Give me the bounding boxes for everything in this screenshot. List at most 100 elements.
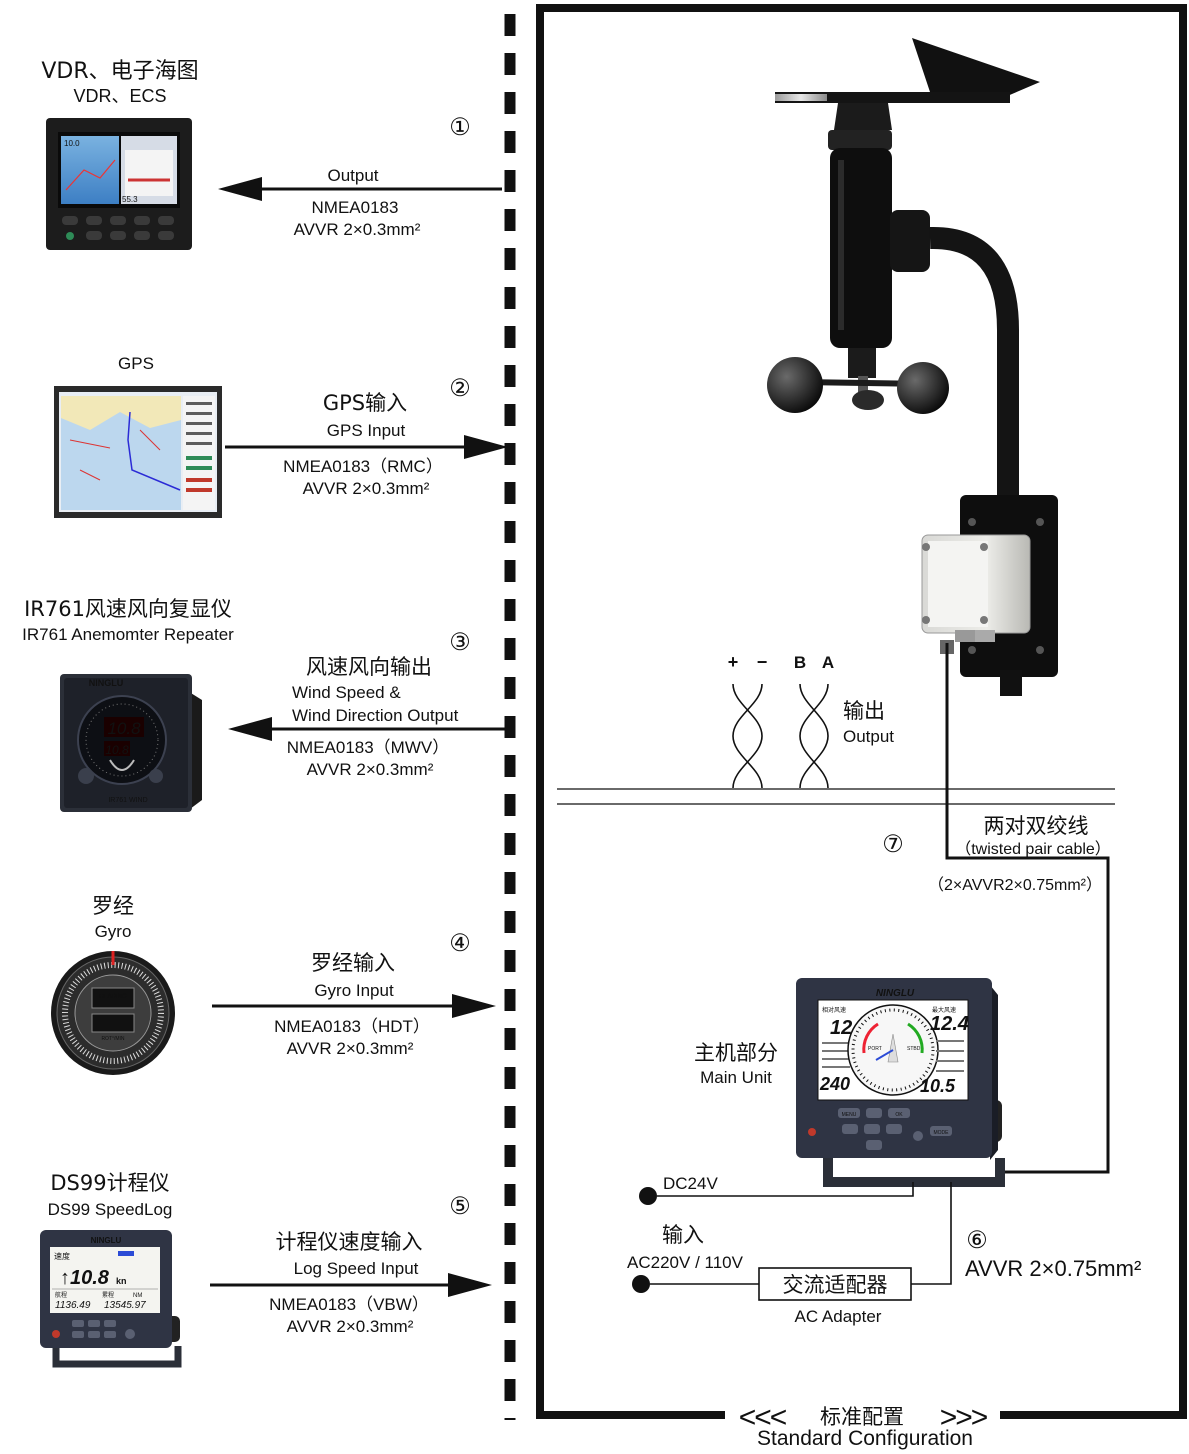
- left-chevrons-icon: <<<: [739, 1401, 787, 1434]
- svg-text:NM: NM: [133, 1293, 142, 1299]
- svg-text:NINGLU: NINGLU: [91, 1236, 122, 1245]
- vdr-title-en: VDR、ECS: [73, 86, 166, 106]
- gps-title: GPS: [118, 354, 154, 373]
- svg-text:13545.97: 13545.97: [104, 1300, 146, 1311]
- link-1-output: ① Output NMEA0183 AVVR 2×0.3mm²: [218, 114, 502, 239]
- svg-text:GPS Input: GPS Input: [327, 421, 406, 440]
- svg-text:Wind Speed &: Wind Speed &: [292, 683, 401, 702]
- speedlog-title-en: DS99 SpeedLog: [48, 1200, 173, 1219]
- svg-text:速度: 速度: [54, 1251, 70, 1261]
- svg-text:+: +: [728, 652, 739, 672]
- svg-text:OK: OK: [895, 1112, 903, 1118]
- svg-text:12.4: 12.4: [930, 1013, 969, 1035]
- vdr-title-cn: VDR、电子海图: [41, 59, 198, 84]
- main-unit-title-cn: 主机部分: [694, 1041, 778, 1065]
- repeater-title-en: IR761 Anemomter Repeater: [22, 625, 234, 644]
- speedlog-block: DS99计程仪 DS99 SpeedLog NINGLU 速度 ↑10.8 kn…: [40, 1171, 182, 1368]
- link-3-number: ③: [449, 629, 471, 656]
- link-3-wind-output: ③ 风速风向输出 Wind Speed & Wind Direction Out…: [228, 629, 510, 779]
- svg-text:10.8: 10.8: [105, 743, 129, 757]
- arrow-left-icon: [218, 177, 262, 201]
- svg-text:（2×AVVR2×0.75mm²）: （2×AVVR2×0.75mm²）: [928, 876, 1102, 894]
- svg-text:10.8: 10.8: [107, 719, 141, 738]
- svg-text:PORT: PORT: [868, 1046, 882, 1052]
- twisted-pair-1-icon: [732, 683, 763, 789]
- svg-text:⑥: ⑥: [966, 1227, 988, 1254]
- svg-text:（twisted pair cable）: （twisted pair cable）: [955, 840, 1111, 858]
- svg-text:1136.49: 1136.49: [55, 1300, 91, 1311]
- svg-text:AVVR 2×0.3mm²: AVVR 2×0.3mm²: [303, 479, 430, 498]
- svg-text:MENU: MENU: [842, 1112, 857, 1118]
- footer-standard-config: <<< 标准配置 >>> Standard Configuration: [739, 1401, 990, 1450]
- ac-adapter-box: [758, 1267, 912, 1301]
- svg-text:输出: 输出: [843, 699, 885, 723]
- main-unit-device-icon: NINGLU 相对风速 12.4 240 PORT STBD 最大风速 12.4…: [796, 978, 1005, 1187]
- svg-text:Wind Direction Output: Wind Direction Output: [292, 706, 459, 725]
- gps-display-icon: [54, 386, 222, 518]
- svg-text:Standard Configuration: Standard Configuration: [757, 1427, 973, 1450]
- svg-text:Gyro Input: Gyro Input: [314, 981, 394, 1000]
- svg-text:DC24V: DC24V: [663, 1174, 718, 1193]
- svg-text:NMEA0183（HDT）: NMEA0183（HDT）: [274, 1017, 430, 1036]
- main-unit-title-en: Main Unit: [700, 1068, 772, 1087]
- svg-text:10.0: 10.0: [64, 139, 80, 148]
- svg-text:AVVR 2×0.3mm²: AVVR 2×0.3mm²: [294, 220, 421, 239]
- gyro-block: 罗经 Gyro HEADING ROT°/MIN: [51, 894, 175, 1075]
- svg-text:计程仪速度输入: 计程仪速度输入: [276, 1230, 423, 1254]
- arrow-right-icon: [448, 1273, 492, 1297]
- svg-text:标准配置: 标准配置: [820, 1405, 904, 1429]
- svg-text:相对风速: 相对风速: [822, 1006, 846, 1014]
- repeater-block: IR761风速风向复显仪 IR761 Anemomter Repeater NI…: [22, 597, 234, 812]
- gyro-title-cn: 罗经: [92, 894, 134, 918]
- arrow-left-icon: [228, 717, 272, 741]
- vdr-display-icon: 10.0 55.3: [46, 118, 192, 250]
- link-4-number: ④: [449, 930, 471, 957]
- svg-text:MODE: MODE: [934, 1130, 950, 1136]
- svg-text:NMEA0183（MWV）: NMEA0183（MWV）: [287, 738, 449, 757]
- svg-text:240: 240: [819, 1074, 850, 1094]
- svg-text:Output: Output: [327, 166, 378, 185]
- svg-text:⑦: ⑦: [882, 831, 904, 858]
- ac-adapter-label-cn: 交流适配器: [783, 1273, 888, 1297]
- svg-text:NINGLU: NINGLU: [89, 678, 124, 688]
- gps-block: GPS: [54, 354, 222, 518]
- svg-text:Output: Output: [843, 727, 894, 746]
- svg-text:两对双绞线: 两对双绞线: [984, 814, 1089, 838]
- standard-config-frame: [536, 4, 1187, 1419]
- repeater-title-cn: IR761风速风向复显仪: [24, 597, 232, 621]
- svg-text:GPS输入: GPS输入: [323, 391, 407, 415]
- svg-text:累程: 累程: [102, 1291, 114, 1299]
- arrow-right-icon: [464, 435, 508, 459]
- svg-text:10.5: 10.5: [920, 1076, 956, 1096]
- ac-terminal-icon: [632, 1275, 650, 1293]
- svg-text:−: −: [757, 652, 768, 672]
- link-2-gps-input: ② GPS输入 GPS Input NMEA0183（RMC） AVVR 2×0…: [225, 375, 508, 498]
- link-1-number: ①: [449, 114, 471, 141]
- svg-text:STBD: STBD: [907, 1046, 921, 1052]
- svg-text:NMEA0183: NMEA0183: [312, 198, 399, 217]
- speedlog-device-icon: NINGLU 速度 ↑10.8 kn 航程 1136.49 累程 13545.9…: [40, 1230, 182, 1368]
- svg-text:风速风向输出: 风速风向输出: [306, 655, 432, 679]
- svg-text:输入: 输入: [662, 1223, 704, 1247]
- svg-text:最大风速: 最大风速: [932, 1006, 956, 1014]
- gyro-title-en: Gyro: [95, 922, 132, 941]
- svg-text:NMEA0183（VBW）: NMEA0183（VBW）: [269, 1295, 429, 1314]
- dc-terminal-icon: [639, 1187, 657, 1205]
- link-5-log-speed-input: ⑤ 计程仪速度输入 Log Speed Input NMEA0183（VBW） …: [210, 1193, 492, 1336]
- gyro-compass-icon: HEADING ROT°/MIN: [51, 951, 175, 1075]
- svg-text:AVVR 2×0.3mm²: AVVR 2×0.3mm²: [287, 1039, 414, 1058]
- svg-text:罗经输入: 罗经输入: [311, 951, 395, 975]
- repeater-device-icon: NINGLU 10.8 10.8 IR761 WIND: [60, 674, 202, 812]
- vdr-block: VDR、电子海图 VDR、ECS 10.0 55.3: [41, 59, 199, 250]
- wind-sensor-icon: [767, 38, 1058, 696]
- svg-text:B: B: [794, 653, 806, 672]
- speedlog-title-cn: DS99计程仪: [50, 1171, 169, 1195]
- svg-text:AVVR 2×0.3mm²: AVVR 2×0.3mm²: [307, 760, 434, 779]
- svg-text:AVVR 2×0.75mm²: AVVR 2×0.75mm²: [965, 1256, 1141, 1281]
- svg-text:NMEA0183（RMC）: NMEA0183（RMC）: [283, 457, 443, 476]
- svg-text:NINGLU: NINGLU: [876, 988, 915, 999]
- svg-text:↑10.8: ↑10.8: [60, 1267, 110, 1289]
- sensor-terminals: + − B A 输出 Output: [728, 652, 894, 789]
- cable-label: ⑦ 两对双绞线 （twisted pair cable） （2×AVVR2×0.…: [882, 814, 1111, 894]
